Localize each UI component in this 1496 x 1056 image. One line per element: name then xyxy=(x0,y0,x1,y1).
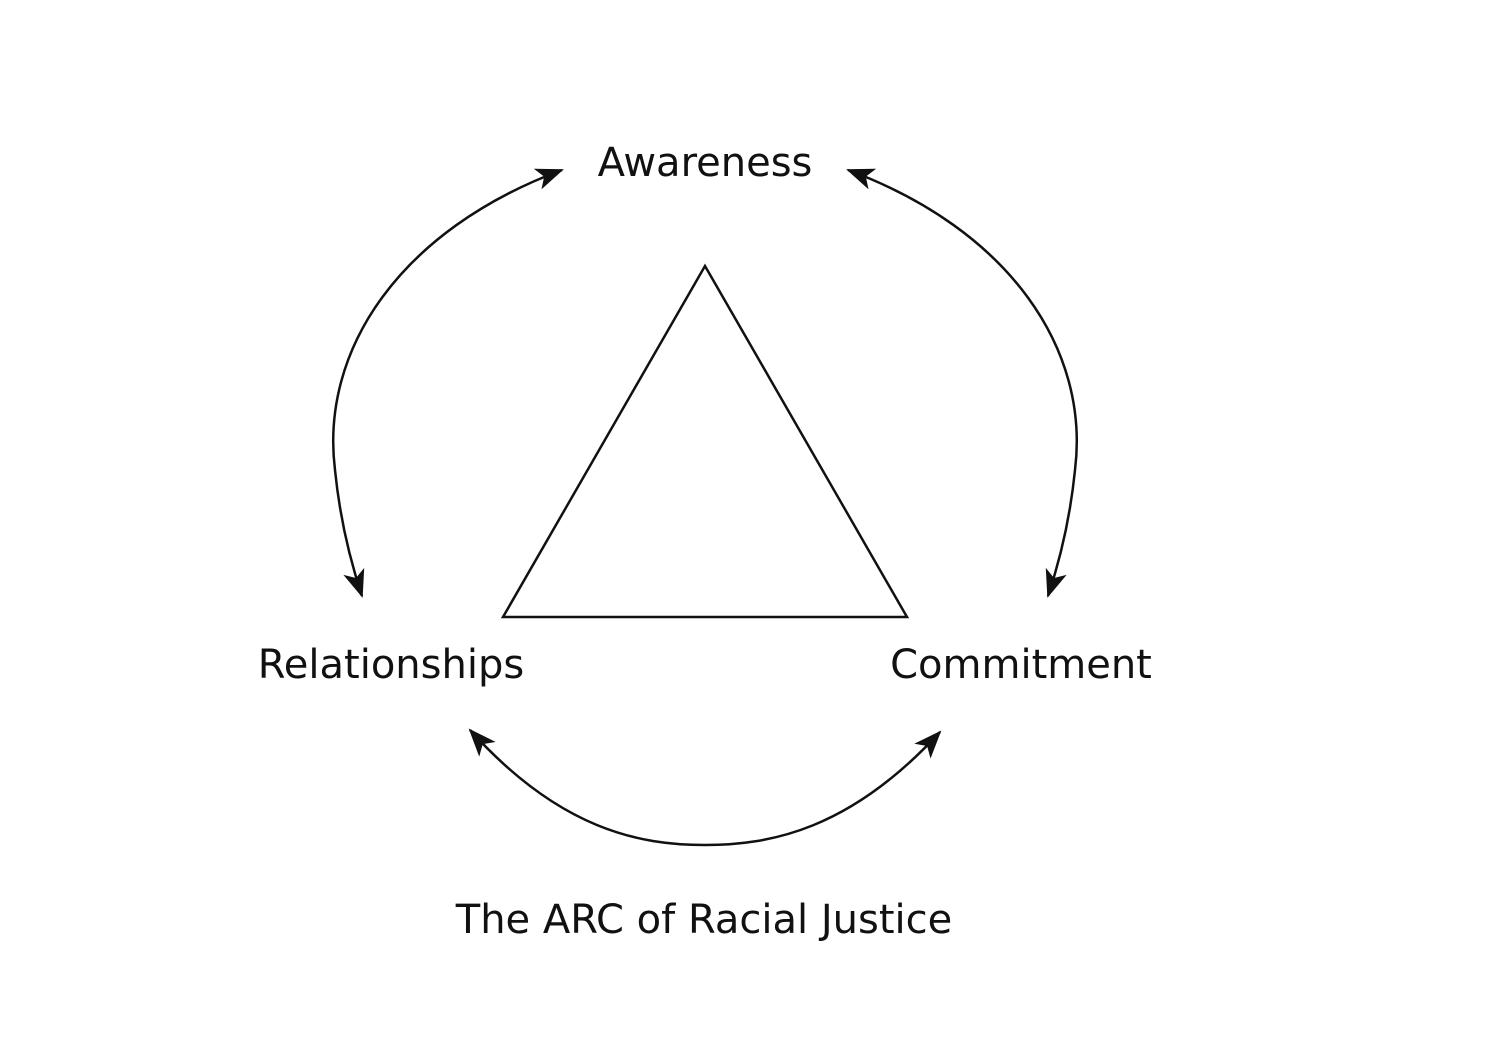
center-triangle xyxy=(500,263,910,619)
diagram-caption: The ARC of Racial Justice xyxy=(455,897,952,943)
arc-awareness-relationships xyxy=(332,168,564,598)
node-label-commitment: Commitment xyxy=(890,642,1152,688)
arc-awareness-commitment xyxy=(846,168,1078,598)
arc-relationships-commitment xyxy=(468,728,942,847)
node-label-awareness: Awareness xyxy=(598,140,813,186)
node-label-relationships: Relationships xyxy=(258,642,524,688)
